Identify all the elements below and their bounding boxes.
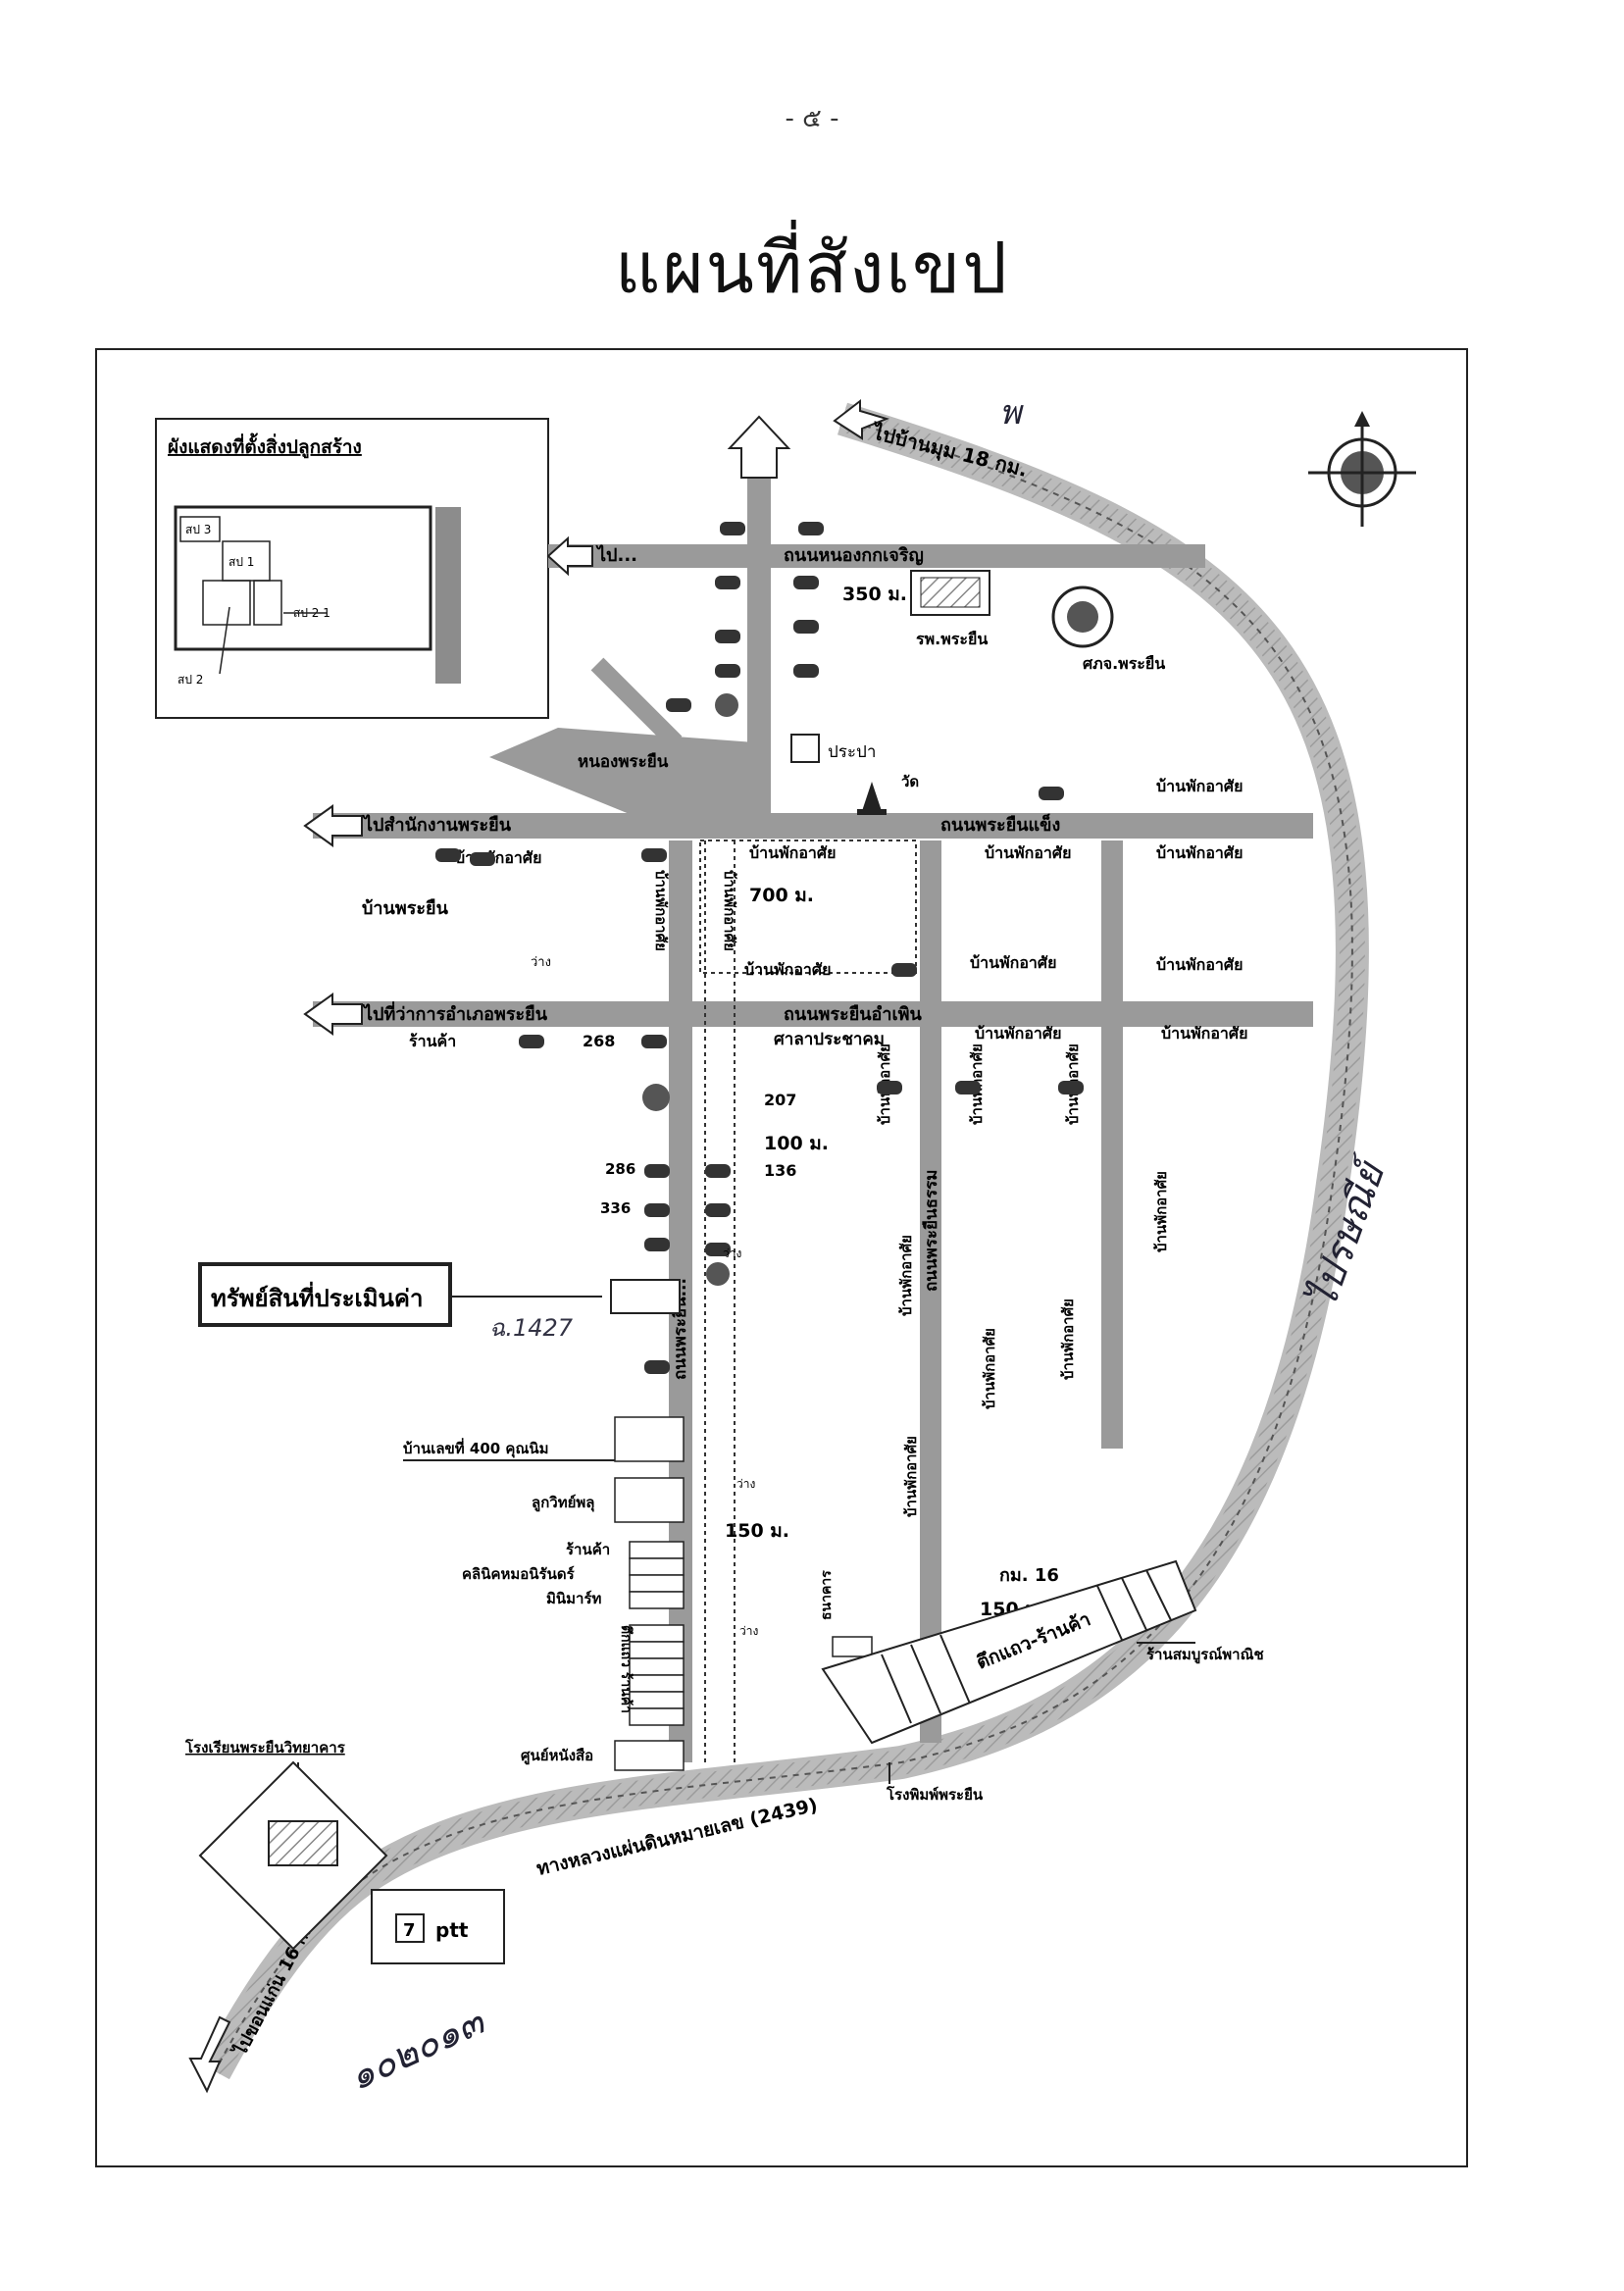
residence-label: บ้านพักอาศัย (1059, 1298, 1077, 1380)
handwritten-top-mark: พ (999, 393, 1024, 433)
residence-label: บ้านพักอาศัย (981, 1328, 998, 1409)
ptt-station-icon (371, 1889, 505, 1964)
school-building-icon (198, 1760, 388, 1951)
subject-property-lot (610, 1279, 681, 1314)
road-phrayuen-khaeng: ถนนพระยืนแข็ง (940, 813, 1060, 836)
temple-icon (857, 782, 887, 815)
destination-public-works: ไปสำนักงานพระยืน (362, 814, 512, 836)
shophouse-block (821, 1559, 1197, 1745)
direction-arrow-top-right (833, 398, 890, 440)
distance-100: 100 ม. (764, 1133, 829, 1154)
townhouse-label: ตึกแถว ร้านค้า (618, 1625, 634, 1713)
residence-label: บ้านพักอาศัย (1156, 955, 1243, 974)
landmark-circle-icon (642, 1084, 670, 1111)
destination-nongkok: ไป... (595, 544, 637, 566)
destination-district: ไปที่ว่าการอำเภอพระยืน (362, 1001, 548, 1025)
residence-label: บ้านพักอาศัย (455, 848, 541, 867)
direction-arrow-bottom-left (188, 2015, 231, 2094)
inset-label-sp1: สป 1 (228, 555, 254, 569)
residence-label: บ้านพักอาศัย (1161, 1024, 1247, 1043)
subject-handwritten-id: ฉ.1427 (489, 1314, 574, 1342)
police-station-icon (1051, 585, 1114, 648)
distance-150: 150 ม. (725, 1520, 789, 1542)
bank-label: ธนาคาร (819, 1570, 835, 1620)
direction-arrow-district (303, 993, 363, 1036)
km-16-label: กม. 16 (999, 1565, 1059, 1586)
landmark-circle-icon (715, 693, 738, 717)
empty-lot-label: ว่าง (739, 1624, 758, 1638)
print-shop-label: โรงพิมพ์พระยืน (886, 1785, 984, 1804)
inset-site-plan: ผังแสดงที่ตั้งสิ่งปลูกสร้าง สป 3 สป 1 สป… (155, 418, 549, 719)
empty-lot-label: ว่าง (723, 1247, 741, 1260)
road-phrayuen-1: ถนนพระยืนอำเพิน (784, 1004, 922, 1025)
seven-eleven-label: 7 (403, 1920, 416, 1941)
subject-property-box (198, 1262, 452, 1327)
direction-arrow-nongkok (546, 535, 593, 577)
residence-label: บ้านพักอาศัย (1152, 1171, 1170, 1252)
bookstore-label: ศูนย์หนังสือ (521, 1747, 593, 1765)
sketch-map: ผังแสดงที่ตั้งสิ่งปลูกสร้าง สป 3 สป 1 สป… (155, 393, 1416, 2099)
market-shop-label: ร้านสมบูรณ์พาณิช (1146, 1646, 1264, 1664)
road-nongkok-charoen: ถนนหนองกกเจริญ (784, 545, 924, 566)
map-frame: ผังแสดงที่ตั้งสิ่งปลูกสร้าง สป 3 สป 1 สป… (95, 348, 1468, 2167)
number-286: 286 (605, 1160, 635, 1178)
road-mid-vertical: ถนนพระยืนธรรม (921, 1170, 941, 1292)
nong-phrayuen-label: หนองพระยืน (578, 751, 669, 772)
house-icons (435, 522, 1084, 1668)
residence-label: บ้านพักอาศัย (1156, 843, 1243, 862)
number-136: 136 (764, 1161, 796, 1180)
number-336: 336 (600, 1199, 631, 1217)
landmark-circle-icon (706, 1262, 730, 1286)
handwritten-bottom-note: ๑๐๒๐๑๓ (342, 1999, 491, 2099)
residence-label: บ้านพักอาศัย (902, 1436, 920, 1517)
temple-label: วัด (901, 773, 919, 790)
direction-arrow-public-works (303, 804, 363, 847)
police-label: ศภจ.พระยืน (1083, 654, 1165, 673)
water-label: ประปา (828, 742, 876, 762)
residence-label: บ้านพักอาศัย (652, 870, 670, 951)
direction-arrow-top (727, 415, 791, 479)
hospital-icon (910, 570, 990, 616)
residence-label: บ้านพักอาศัย (1156, 777, 1243, 795)
inset-title: ผังแสดงที่ตั้งสิ่งปลูกสร้าง (168, 433, 362, 459)
shop-label: ร้านค้า (409, 1032, 456, 1050)
clinic-label: คลินิคหมอนิรันดร์ (462, 1565, 576, 1583)
phrayuen-village-label: บ้านพระยืน (362, 898, 449, 919)
residence-label: บ้านพักอาศัย (985, 843, 1071, 862)
sala-label: ศาลาประชาคม (774, 1030, 885, 1049)
hospital-label: รพ.พระยืน (916, 630, 988, 648)
number-207: 207 (764, 1091, 796, 1109)
inset-label-sp3: สป 3 (185, 523, 211, 536)
minimart-label: มินิมาร์ท (546, 1590, 602, 1607)
residence-label: บ้านพักอาศัย (975, 1024, 1061, 1043)
empty-lot-label: ว่าง (531, 955, 551, 970)
loukwich-label: ลูกวิทย์พลุ (532, 1494, 594, 1512)
roadside-buildings (614, 1416, 685, 1771)
school-label: โรงเรียนพระยืนวิทยาคาร (184, 1738, 346, 1756)
residence-label: บ้านพักอาศัย (970, 953, 1056, 972)
inset-label-sp2: สป 2 (178, 673, 203, 687)
subject-property-label: ทรัพย์สินที่ประเมินค่า (211, 1281, 423, 1312)
ptt-label: ptt (435, 1918, 469, 1942)
distance-350: 350 ม. (842, 584, 907, 605)
residence-label: บ้านพักอาศัย (744, 960, 831, 979)
north-compass-icon (1308, 411, 1416, 527)
page-title: แผนที่สังเขป (615, 227, 1009, 309)
page-number: - ๕ - (785, 104, 839, 133)
residence-label: บ้านพักอาศัย (721, 870, 738, 951)
distance-700: 700 ม. (749, 885, 814, 906)
number-268: 268 (583, 1032, 615, 1050)
house-400-label: บ้านเลขที่ 400 คุณนิม (403, 1438, 549, 1458)
residence-label: บ้านพักอาศัย (749, 843, 836, 862)
water-supply-icon (790, 734, 820, 763)
residence-label: บ้านพักอาศัย (897, 1235, 915, 1316)
empty-lot-label: ว่าง (736, 1477, 755, 1491)
shop-label-2: ร้านค้า (566, 1541, 610, 1558)
